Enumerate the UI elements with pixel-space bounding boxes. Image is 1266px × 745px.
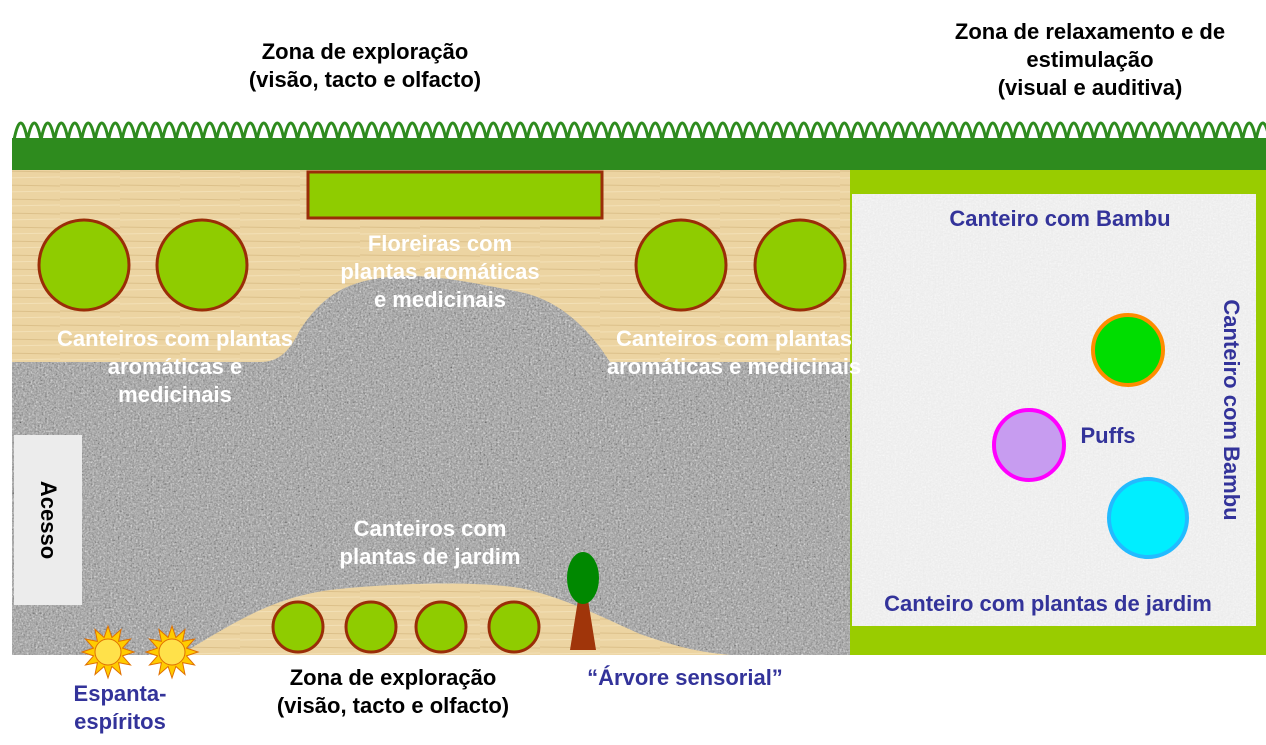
sun-icon bbox=[80, 624, 136, 680]
bed-bottom-2 bbox=[344, 600, 398, 654]
bed-top-4 bbox=[753, 218, 847, 312]
zone-explore-bottom-line2: (visão, tacto e olfacto) bbox=[276, 693, 510, 718]
floreiras-line2: plantas aromáticas bbox=[340, 259, 540, 284]
bed-top-3 bbox=[634, 218, 728, 312]
zone-explore-top-label: Zona de exploração (visão, tacto e olfac… bbox=[200, 38, 530, 94]
floreiras-line1: Floreiras com bbox=[367, 231, 513, 256]
canteiros-left-line3: medicinais bbox=[118, 382, 232, 407]
canteiro-jardim-bottom-label: Canteiro com plantas de jardim bbox=[884, 591, 1212, 616]
canteiros-jardim-line1: Canteiros com bbox=[353, 516, 507, 541]
puff-cyan bbox=[1107, 477, 1189, 559]
floreiras-line3: e medicinais bbox=[373, 287, 507, 312]
canteiros-right-line2: aromáticas e medicinais bbox=[606, 354, 862, 379]
zone-explore-bottom-label: Zona de exploração (visão, tacto e olfac… bbox=[228, 664, 558, 720]
access-area bbox=[14, 435, 82, 605]
zone-explore-top-line1: Zona de exploração bbox=[261, 39, 469, 64]
bed-bottom-4 bbox=[487, 600, 541, 654]
canteiro-bambu-side-label: Canteiro com Bambu bbox=[1219, 299, 1244, 521]
sun-icon bbox=[144, 624, 200, 680]
canteiros-right-line1: Canteiros com plantas bbox=[616, 326, 852, 351]
zone-explore-top-line2: (visão, tacto e olfacto) bbox=[248, 67, 482, 92]
canteiros-left-line2: aromáticas e bbox=[107, 354, 243, 379]
bed-top-2 bbox=[155, 218, 249, 312]
acesso-label: Acesso bbox=[36, 480, 61, 560]
canteiros-jardim-line2: plantas de jardim bbox=[339, 544, 521, 569]
zone-explore-bottom-line1: Zona de exploração bbox=[289, 665, 497, 690]
canteiros-left-line1: Canteiros com plantas bbox=[57, 326, 293, 351]
sand-area-top bbox=[12, 170, 850, 362]
bed-bottom-3 bbox=[414, 600, 468, 654]
zone-relax-line3: (visual e auditiva) bbox=[997, 75, 1183, 100]
canteiros-right-label: Canteiros com plantas aromáticas e medic… bbox=[574, 325, 894, 381]
zone-relax-line2: estimulação bbox=[1026, 47, 1154, 72]
canteiros-left-label: Canteiros com plantas aromáticas e medic… bbox=[20, 325, 330, 409]
puff-violet bbox=[992, 408, 1066, 482]
flower-box bbox=[306, 170, 604, 220]
canteiros-jardim-label: Canteiros com plantas de jardim bbox=[300, 515, 560, 571]
zone-relax-label: Zona de relaxamento e de estimulação (vi… bbox=[915, 18, 1265, 102]
floreiras-label: Floreiras com plantas aromáticas e medic… bbox=[300, 230, 580, 314]
puffs-label: Puffs bbox=[1080, 423, 1136, 448]
bed-top-1 bbox=[37, 218, 131, 312]
puff-green bbox=[1091, 313, 1165, 387]
hedge-icon bbox=[12, 121, 1266, 170]
arvore-label: “Árvore sensorial” bbox=[587, 665, 783, 690]
tree-icon bbox=[567, 552, 599, 650]
zone-relax-line1: Zona de relaxamento e de bbox=[954, 19, 1226, 44]
canteiro-bambu-top-label: Canteiro com Bambu bbox=[949, 206, 1171, 231]
espanta-label: Espanta- espíritos bbox=[40, 680, 200, 736]
espanta-line1: Espanta- bbox=[73, 681, 167, 706]
espanta-line2: espíritos bbox=[74, 709, 166, 734]
relax-zone bbox=[850, 170, 1266, 655]
bed-bottom-1 bbox=[271, 600, 325, 654]
